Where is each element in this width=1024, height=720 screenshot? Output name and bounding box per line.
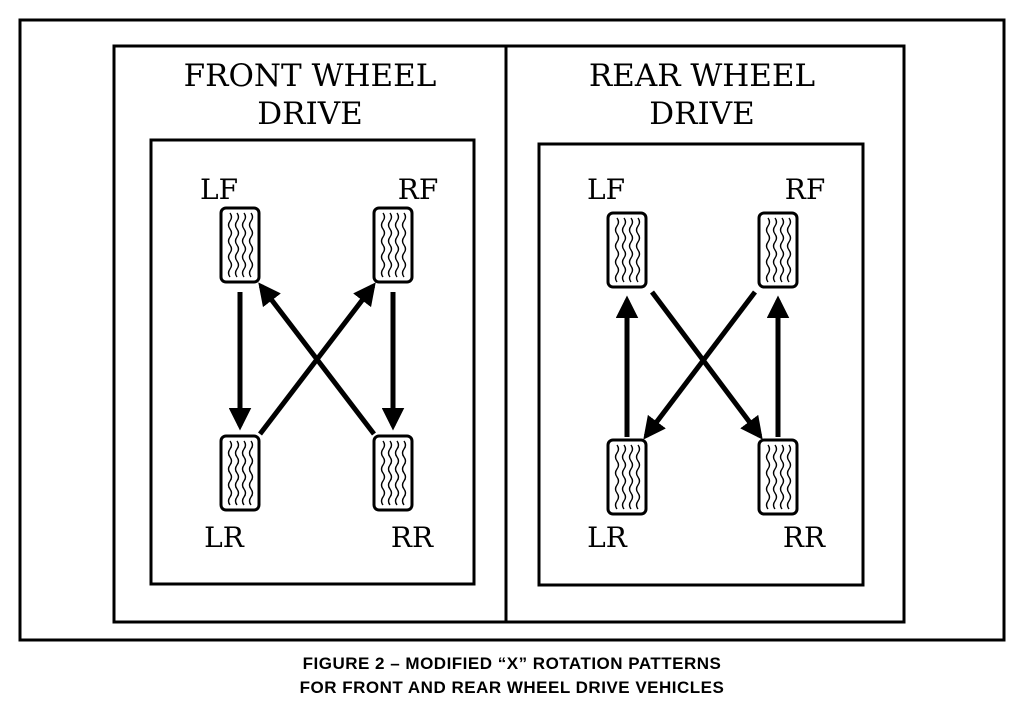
tire-left-front	[219, 206, 261, 284]
label-left-rear: LR	[587, 521, 628, 554]
tire-left-rear	[219, 434, 261, 512]
tire-right-rear	[372, 434, 414, 512]
tire-right-front	[757, 211, 799, 289]
tire-right-rear	[757, 438, 799, 516]
rear-wheel-drive-panel: REAR WHEEL DRIVE LF RF LR RR	[504, 44, 906, 624]
panel-title-line2: DRIVE	[257, 96, 362, 132]
label-right-rear: RR	[391, 521, 434, 554]
panel-frame	[112, 44, 508, 624]
tire-left-rear	[606, 438, 648, 516]
tire-left-front	[606, 211, 648, 289]
vehicle-frame	[149, 138, 476, 586]
rotation-diagram: FRONT WHEEL DRIVE LF RF LR RR REAR WHEEL…	[18, 18, 1006, 642]
figure-caption-line1: FIGURE 2 – MODIFIED “X” ROTATION PATTERN…	[302, 654, 722, 673]
arrow-rf-to-lr	[643, 290, 757, 440]
panel-title-line1: FRONT WHEEL	[184, 58, 437, 94]
panel-title-line1: REAR WHEEL	[589, 58, 815, 94]
label-left-front: LF	[200, 173, 238, 206]
panel-title-line2: DRIVE	[649, 96, 754, 132]
arrow-rr-to-lf	[258, 282, 376, 436]
label-right-front: RF	[398, 173, 439, 206]
tire-right-front	[372, 206, 414, 284]
vehicle-frame	[537, 142, 865, 587]
label-right-front: RF	[785, 173, 826, 206]
figure-caption-line2: FOR FRONT AND REAR WHEEL DRIVE VEHICLES	[299, 678, 725, 697]
label-left-rear: LR	[204, 521, 245, 554]
label-left-front: LF	[587, 173, 625, 206]
outer-frame	[18, 18, 1006, 642]
front-wheel-drive-panel: FRONT WHEEL DRIVE LF RF LR RR	[112, 44, 508, 624]
arrow-lf-to-rr	[650, 290, 763, 440]
panel-frame	[504, 44, 906, 624]
label-right-rear: RR	[783, 521, 826, 554]
